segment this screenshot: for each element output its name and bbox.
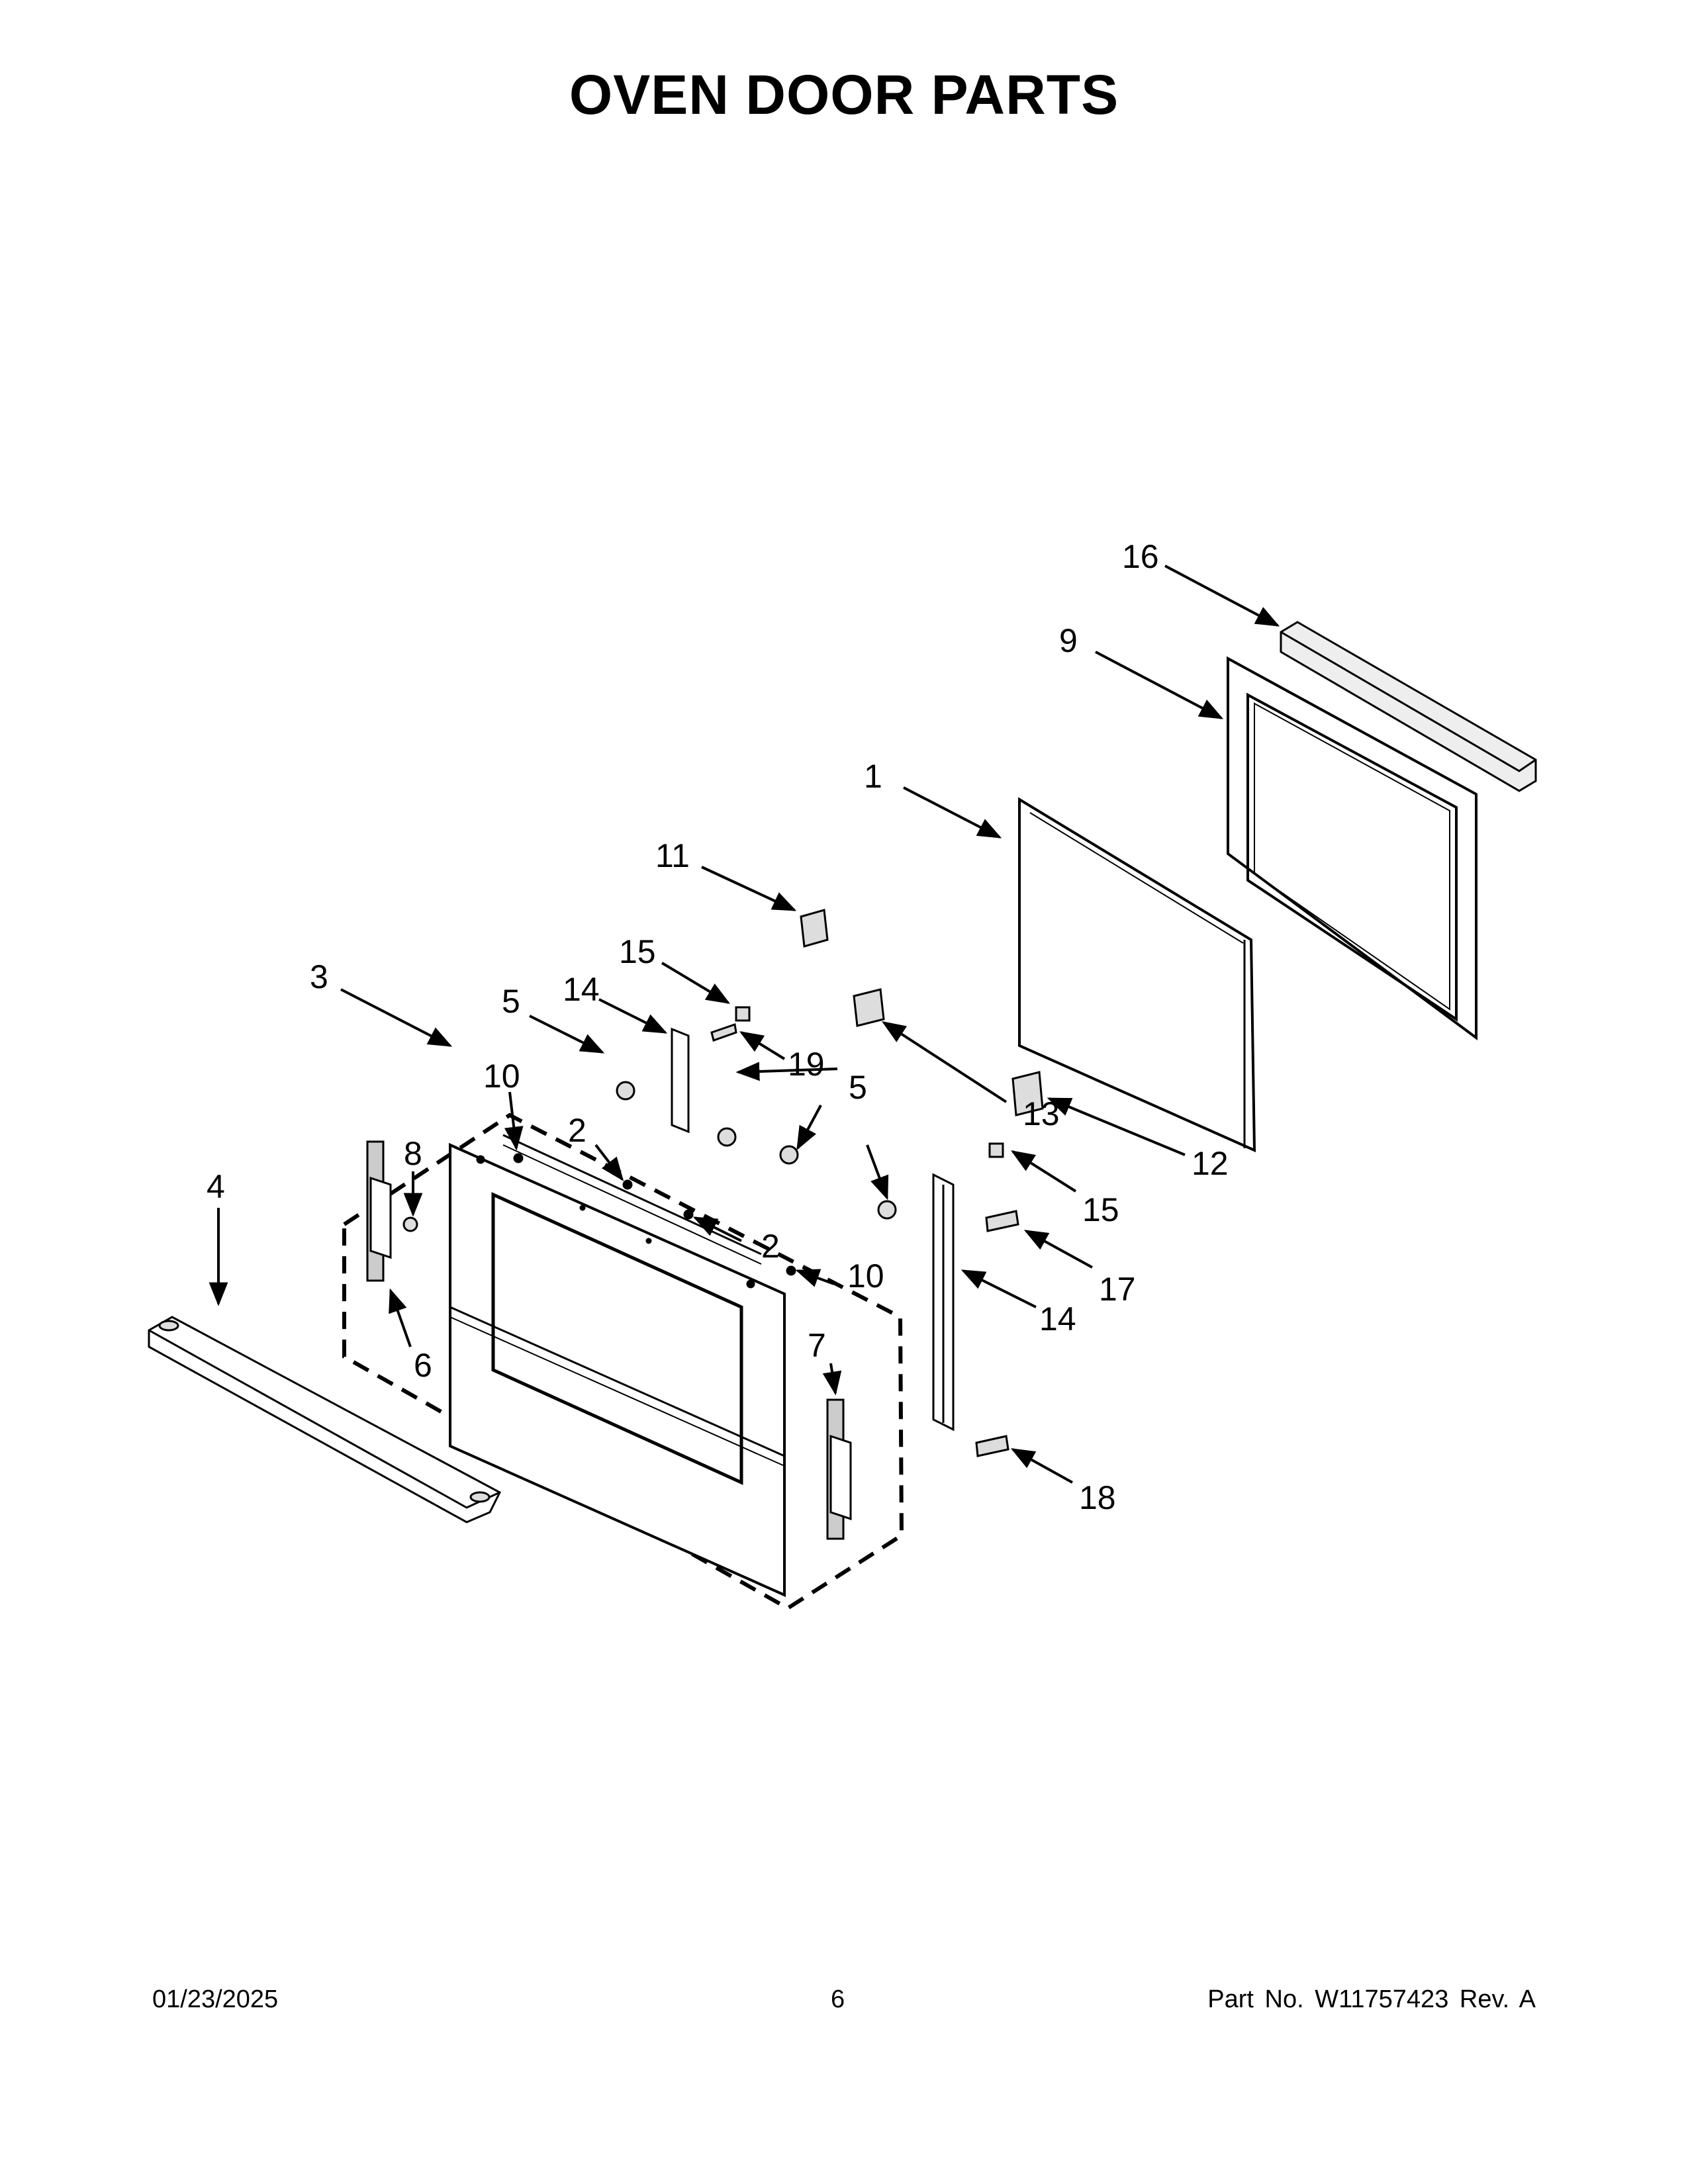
footer-page-number: 6 xyxy=(831,1985,845,2013)
inner-door-frame xyxy=(1227,656,1477,1040)
callout-labels: 16 9 1 11 15 14 5 19 3 10 2 5 13 12 8 2 … xyxy=(207,538,1229,1516)
callout-11: 11 xyxy=(655,837,690,874)
callout-1: 1 xyxy=(864,758,882,795)
callout-17: 17 xyxy=(1099,1271,1136,1308)
callout-9: 9 xyxy=(1059,622,1078,659)
outer-door-panel xyxy=(449,1134,786,1598)
callout-5b: 5 xyxy=(849,1069,867,1106)
left-hinge xyxy=(366,1140,392,1282)
callout-15: 15 xyxy=(619,933,656,970)
bottom-trim xyxy=(148,1316,501,1524)
callout-7: 7 xyxy=(808,1327,826,1364)
callout-16: 16 xyxy=(1122,538,1159,575)
footer-part-number: Part No. W11757423 Rev. A xyxy=(1207,1985,1536,2013)
callout-10b: 10 xyxy=(847,1257,884,1295)
callout-4: 4 xyxy=(207,1168,225,1205)
page-title: OVEN DOOR PARTS xyxy=(569,64,1119,126)
leader-arrows xyxy=(209,565,1280,1484)
footer-date: 01/23/2025 xyxy=(152,1985,279,2013)
callout-19: 19 xyxy=(788,1046,825,1083)
inner-glass-panel xyxy=(1018,797,1256,1153)
right-side-channel xyxy=(932,1173,955,1432)
door-assembly-outline xyxy=(342,1113,904,1611)
callout-18: 18 xyxy=(1079,1479,1116,1516)
callout-14: 14 xyxy=(563,971,600,1008)
callout-10: 10 xyxy=(483,1058,520,1095)
callout-13: 13 xyxy=(1023,1095,1060,1132)
callout-2: 2 xyxy=(568,1112,586,1149)
hardware-parts xyxy=(402,909,1044,1457)
right-hinge xyxy=(826,1398,852,1540)
top-vent-trim xyxy=(1280,621,1537,792)
callout-2b: 2 xyxy=(761,1228,780,1265)
callout-12: 12 xyxy=(1192,1145,1229,1182)
callout-3: 3 xyxy=(310,958,328,995)
callout-15b: 15 xyxy=(1082,1191,1119,1228)
callout-5: 5 xyxy=(502,983,520,1020)
callout-6: 6 xyxy=(414,1347,432,1384)
callout-8: 8 xyxy=(404,1135,422,1172)
left-side-channel xyxy=(671,1027,690,1134)
callout-14b: 14 xyxy=(1039,1300,1076,1338)
